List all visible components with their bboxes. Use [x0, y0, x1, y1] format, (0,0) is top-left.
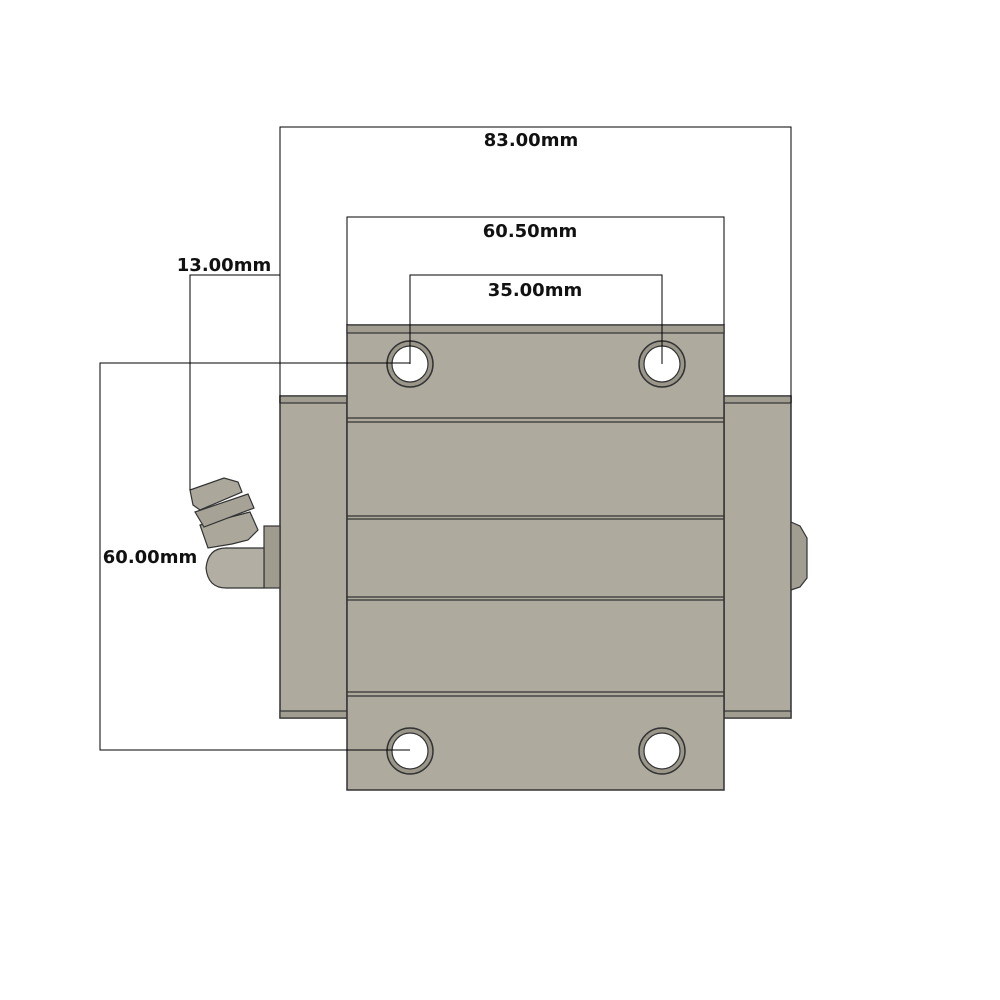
mounting-hole — [638, 727, 686, 775]
right-end-cap — [723, 395, 792, 719]
carriage-body — [346, 324, 725, 791]
dim-line-flange-width — [346, 216, 725, 325]
mounting-hole — [386, 727, 434, 775]
dim-line-fitting-offset — [189, 274, 280, 490]
left-end-cap — [279, 395, 348, 719]
dim-label-flange-width: 60.50mm — [483, 221, 577, 242]
dim-label-hole-spacing-x: 35.00mm — [488, 280, 582, 301]
dim-label-fitting-offset: 13.00mm — [177, 255, 271, 276]
dim-line-hole-spacing-y — [99, 362, 410, 751]
dim-label-overall-width: 83.00mm — [484, 130, 578, 151]
dim-label-hole-spacing-y: 60.00mm — [103, 547, 197, 568]
right-end-plug — [790, 521, 808, 591]
dim-line-overall-width — [279, 126, 792, 403]
grease-fitting — [189, 477, 281, 589]
dim-line-hole-spacing-x — [409, 274, 663, 364]
